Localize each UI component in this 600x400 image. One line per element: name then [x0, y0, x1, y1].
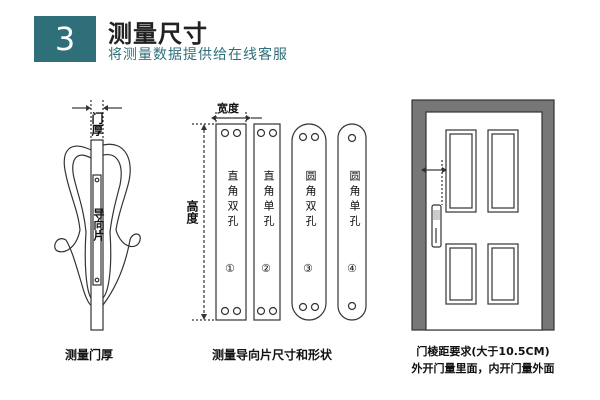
caption-measure-side: 外开门量里面，内开门量外面	[411, 362, 555, 375]
plate-3-number: ③	[303, 262, 313, 275]
guide-plate-label: 导向片	[92, 208, 105, 241]
page-title: 测量尺寸	[108, 20, 208, 48]
door-figure	[411, 99, 555, 331]
plate-1-text: 直角双孔	[226, 170, 239, 230]
page-subtitle: 将测量数据提供给在线客服	[108, 47, 288, 63]
plate-4	[337, 123, 367, 321]
plate-3	[291, 123, 327, 321]
caption-measure-guide-plate: 测量导向片尺寸和形状	[212, 348, 333, 362]
height-label: 高度	[185, 200, 199, 224]
width-label: 宽度	[217, 102, 239, 115]
plate-1-number: ①	[225, 262, 235, 275]
plate-4-number: ④	[347, 262, 357, 275]
plate-2-number: ②	[261, 262, 271, 275]
plate-3-text: 圆角双孔	[304, 170, 317, 230]
caption-measure-door-thickness: 测量门厚	[65, 348, 114, 362]
step-number-badge: 3	[34, 16, 96, 62]
plate-4-text: 圆角单孔	[348, 170, 361, 230]
door-thickness-figure	[54, 100, 141, 331]
caption-door-edge-requirement: 门棱距要求(大于10.5CM)	[416, 345, 550, 358]
guide-plate-figures	[192, 112, 367, 321]
door-thickness-label: 门厚	[90, 112, 104, 136]
plate-2-text: 直角单孔	[262, 170, 275, 230]
plate-1	[215, 123, 247, 321]
plate-2	[253, 123, 281, 321]
